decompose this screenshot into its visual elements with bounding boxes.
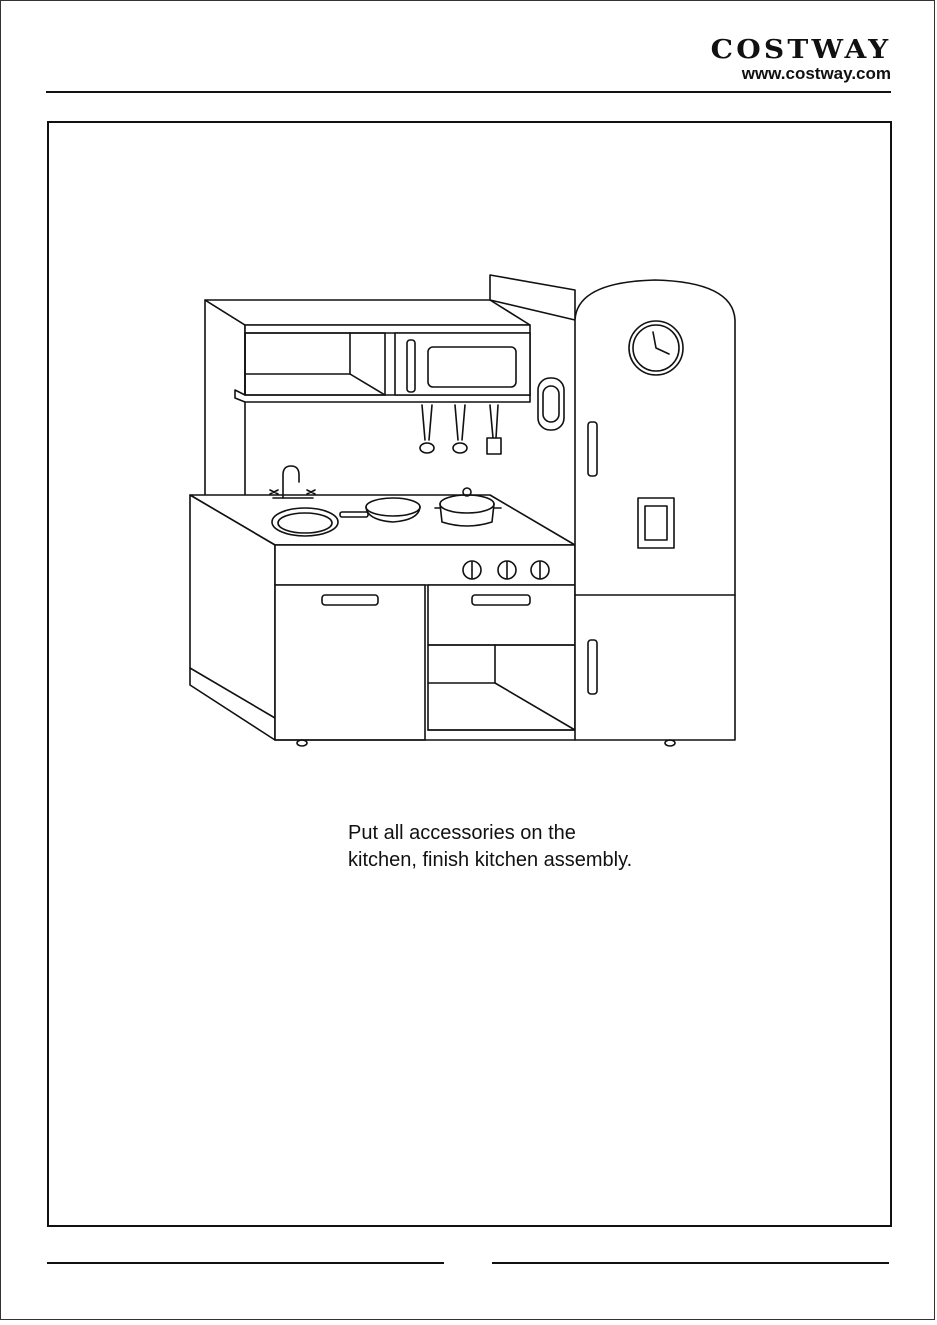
refrigerator xyxy=(538,280,735,746)
instruction-text: Put all accessories on the kitchen, fini… xyxy=(348,820,648,874)
faucet xyxy=(283,466,299,498)
upper-shelf-unit xyxy=(205,300,530,510)
oven-door xyxy=(428,585,575,645)
brand-name: COSTWAY xyxy=(710,38,891,62)
footer-divider-right xyxy=(492,1262,889,1264)
cabinet-door xyxy=(275,585,425,740)
hanging-utensils xyxy=(420,405,501,454)
footer-divider-left xyxy=(47,1262,444,1264)
kitchen-illustration xyxy=(185,270,745,750)
brand-logo: COSTWAY www.costway.com xyxy=(724,38,891,84)
microwave xyxy=(395,333,530,395)
header-divider xyxy=(46,91,891,93)
brand-url: www.costway.com xyxy=(724,64,891,84)
